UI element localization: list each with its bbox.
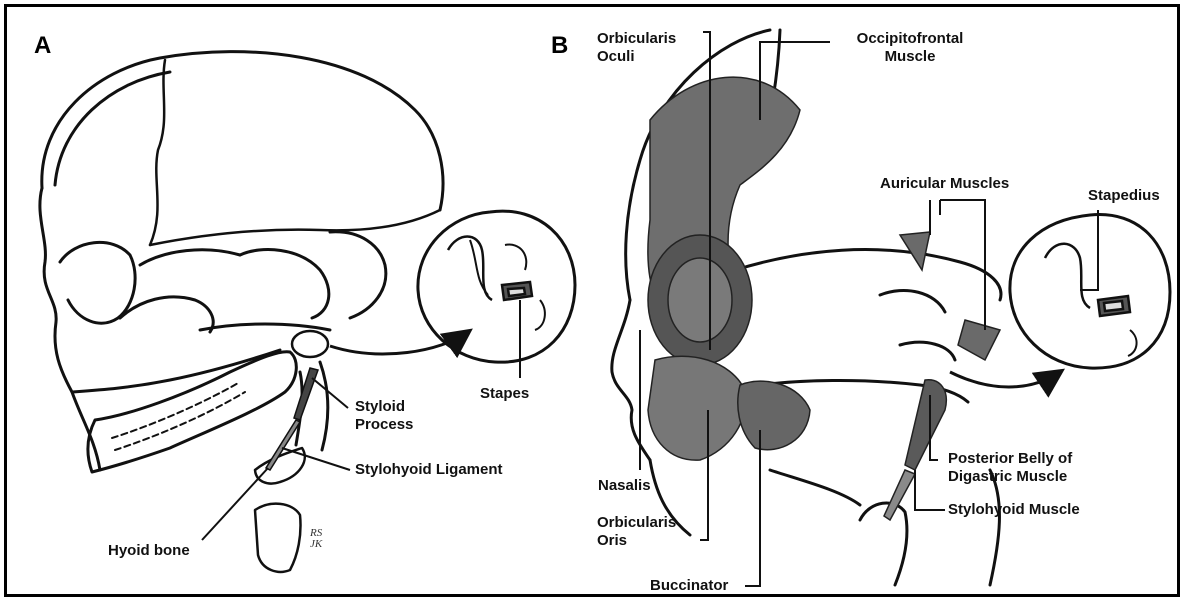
panel-label-b: B [551,32,568,60]
label-buccinator: Buccinator [650,577,728,595]
label-styloid-process: Styloid Process [355,398,413,434]
panel-label-a: A [34,32,51,60]
stapes-shape [502,282,532,300]
label-orbicularis-oculi: Orbicularis Oculi [597,30,676,66]
label-hyoid-bone: Hyoid bone [108,542,190,560]
panel-b-inset [1010,215,1170,369]
stapedius-shape [1098,296,1130,316]
label-stapes: Stapes [480,385,529,403]
illustrator-signature: RS JK [310,528,322,550]
label-auricular-muscles: Auricular Muscles [880,175,1009,193]
arrow-to-inset-a [330,332,468,354]
arrow-to-inset-b [950,372,1060,387]
label-stylohyoid-muscle: Stylohyoid Muscle [948,501,1080,519]
label-stylohyoid-ligament: Stylohyoid Ligament [355,461,503,479]
label-orbicularis-oris: Orbicularis Oris [597,514,676,550]
panel-a-skull [40,52,443,572]
panel-a-inset [418,211,575,362]
label-occipitofrontal-muscle: Occipitofrontal Muscle [835,30,985,66]
label-stapedius: Stapedius [1088,187,1160,205]
label-posterior-belly-digastric: Posterior Belly of Digastric Muscle [948,450,1072,486]
label-nasalis: Nasalis [598,477,651,495]
